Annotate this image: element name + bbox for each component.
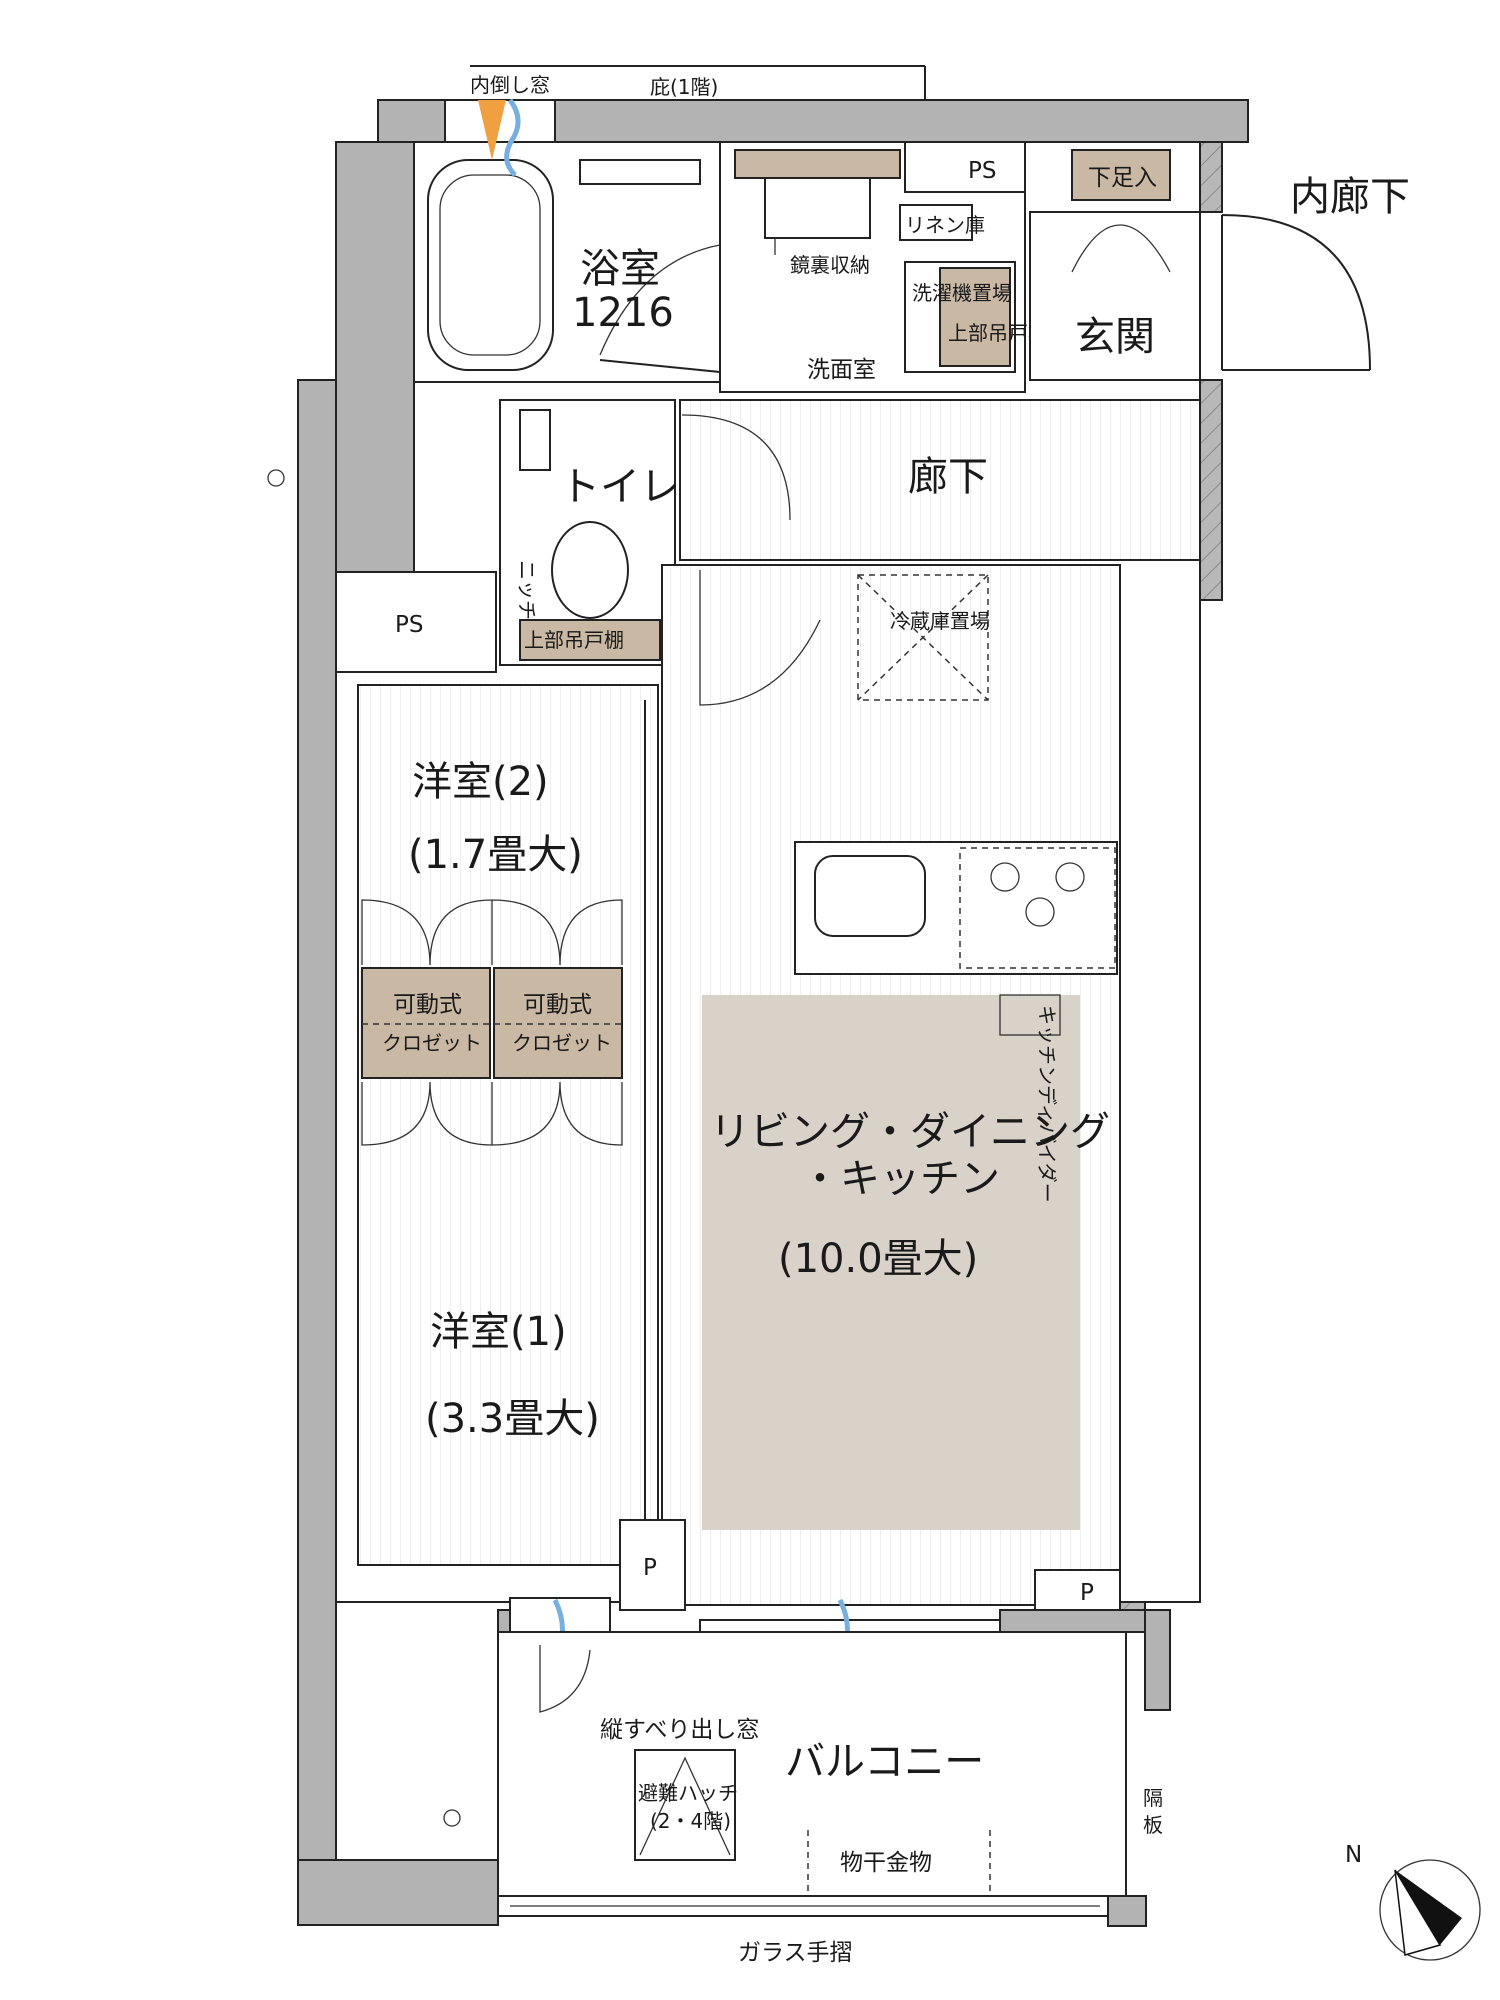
- inner-corridor-label: 内廊下: [1290, 174, 1410, 220]
- balcony: 縦すべり出し窓 避難ハッチ (2・4階) バルコニー 物干金物 隔 板 ガラス手…: [497, 1631, 1163, 1966]
- ldk-label-line2: ・キッチン: [800, 1156, 1000, 1202]
- glass-railing-label: ガラス手摺: [738, 1940, 853, 1966]
- western2-size-label: (1.7畳大): [408, 832, 583, 878]
- western2-label: 洋室(2): [412, 759, 549, 805]
- entrance: 下足入 玄関 内廊下: [1029, 149, 1410, 381]
- partition-label-2: 板: [1143, 1813, 1163, 1837]
- movable-closet-b-line2: クロゼット: [512, 1031, 612, 1055]
- p-right-label: P: [1080, 1580, 1094, 1606]
- partition-label-1: 隔: [1143, 1786, 1163, 1810]
- kitchen-divider-label: キッチンディバイダー: [1035, 1005, 1059, 1203]
- p-left-label: P: [643, 1555, 657, 1581]
- pipe-spaces: P P: [619, 1519, 1121, 1611]
- movable-closet-a-line1: 可動式: [393, 992, 462, 1018]
- entrance-label: 玄関: [1075, 314, 1155, 360]
- ps-left: PS: [335, 571, 497, 673]
- bath-size-label: 1216: [572, 290, 674, 336]
- ps-top-label: PS: [968, 158, 996, 184]
- balcony-label: バルコニー: [785, 1739, 984, 1785]
- escape-hatch-label-1: 避難ハッチ: [638, 1781, 738, 1805]
- linen-label: リネン庫: [905, 213, 985, 237]
- ldk: 冷蔵庫置場 キッチンディバイダー リビング・ダイニング ・キッチン (10.0畳…: [661, 564, 1121, 1606]
- marker-circle-bottom: [443, 1809, 461, 1827]
- shoe-box-label: 下足入: [1088, 165, 1157, 191]
- inner-tilt-window-label: 内倒し窓: [470, 73, 550, 97]
- eave-label: 庇(1階): [650, 75, 718, 99]
- casement-window-label: 縦すべり出し窓: [600, 1717, 759, 1743]
- ldk-size-label: (10.0畳大): [778, 1236, 978, 1282]
- north-label: N: [1345, 1842, 1362, 1868]
- hallway: 廊下: [679, 399, 1201, 561]
- toilet: 上部吊戸棚 トイレ ニッチ: [499, 399, 680, 666]
- movable-closet-b-line1: 可動式: [523, 992, 592, 1018]
- western-rooms: 洋室(2) (1.7畳大) 可動式 クロゼット 可動式 クロゼット 洋室(1) …: [357, 684, 659, 1566]
- fridge-place-label: 冷蔵庫置場: [890, 609, 990, 633]
- washroom-label: 洗面室: [807, 357, 876, 383]
- north-arrow: N: [1345, 1842, 1481, 1961]
- hallway-label: 廊下: [908, 454, 988, 500]
- upper-cabinet-toilet-label: 上部吊戸棚: [524, 628, 624, 652]
- escape-hatch-label-2: (2・4階): [650, 1809, 731, 1833]
- drying-hardware-label: 物干金物: [840, 1850, 932, 1876]
- ldk-label-line1: リビング・ダイニング: [710, 1109, 1110, 1155]
- top-window[interactable]: 内倒し窓 庇(1階): [444, 65, 926, 177]
- washroom: 鏡裏収納 リネン庫 PS 洗濯機置場 上部吊戸棚 洗面室: [719, 141, 1048, 393]
- western1-size-label: (3.3畳大): [425, 1396, 600, 1442]
- bath-label: 浴室: [580, 246, 660, 292]
- toilet-label: トイレ: [560, 464, 680, 510]
- niche-label: ニッチ: [515, 560, 539, 620]
- bathroom: 浴室 1216: [413, 141, 721, 383]
- movable-closet-a-line2: クロゼット: [382, 1031, 482, 1055]
- western1-label: 洋室(1): [430, 1309, 567, 1355]
- mirror-storage-label: 鏡裏収納: [790, 253, 870, 277]
- ps-left-label: PS: [395, 612, 423, 638]
- washer-place-label: 洗濯機置場: [912, 281, 1012, 305]
- marker-circle-top: [267, 469, 285, 487]
